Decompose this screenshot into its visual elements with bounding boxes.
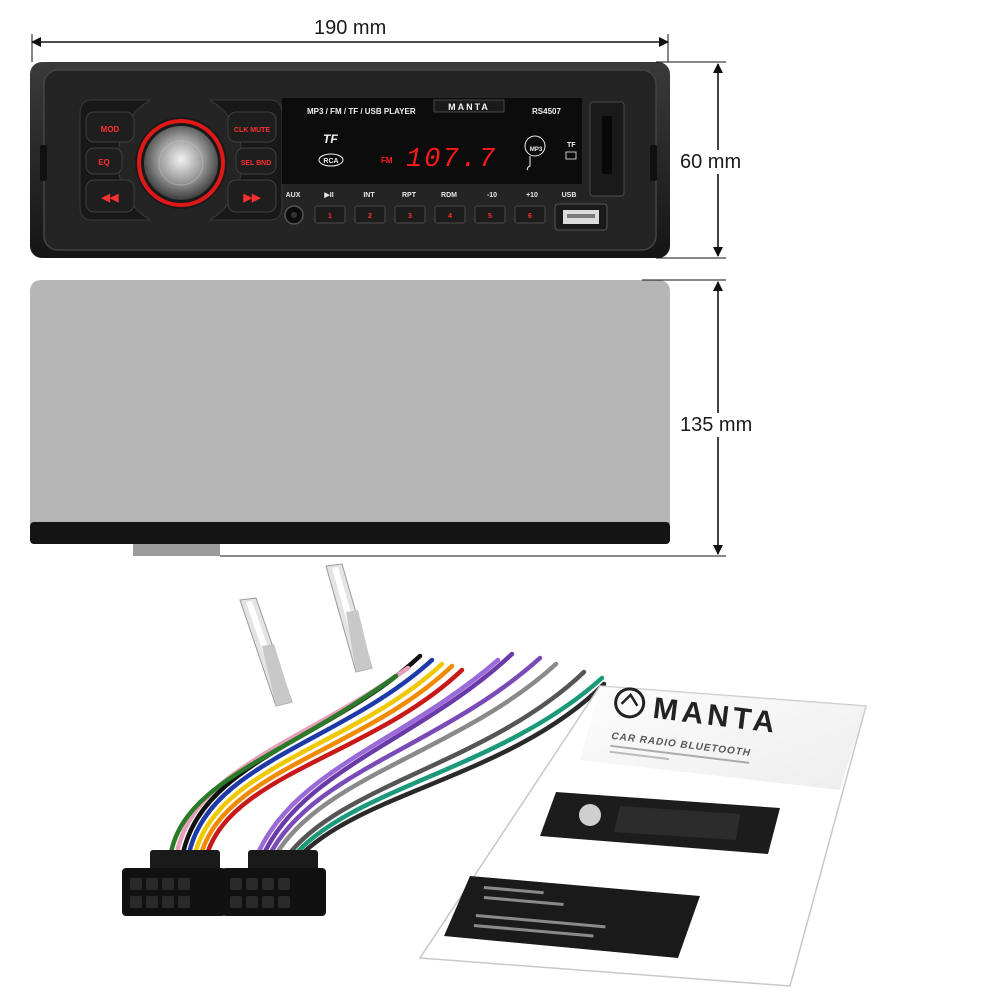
preset-label-3: 3 <box>408 213 412 220</box>
preset-label-4: 4 <box>448 213 452 220</box>
plus-ten-label: +10 <box>526 192 538 199</box>
iso-connector-right <box>222 850 326 916</box>
mounting-housing <box>30 280 670 556</box>
removal-key-left <box>239 597 293 707</box>
mod-label: MOD <box>101 125 120 134</box>
car-radio: MOD EQ ◀◀ CLK MUTE SEL BND ▶▶ MP3 / FM /… <box>30 62 670 258</box>
model-label: RS4507 <box>532 107 561 116</box>
preset-button-5[interactable] <box>474 205 506 224</box>
rdm-label: RDM <box>441 192 457 199</box>
card-icon <box>565 151 577 160</box>
clk-mute-button[interactable] <box>227 111 277 143</box>
music-badge: MP3 <box>530 147 543 153</box>
music-note-icon <box>526 156 531 171</box>
user-manual: MANTA CAR RADIO BLUETOOTH <box>418 685 867 987</box>
band-label: FM <box>381 156 393 165</box>
rpt-label: RPT <box>402 192 417 199</box>
removal-key-right <box>325 563 373 673</box>
function-label-row: AUX ▶II INT RPT RDM -10 +10 USB <box>286 192 577 199</box>
eq-label: EQ <box>98 158 110 167</box>
removal-keys <box>239 563 373 707</box>
display-panel: MP3 / FM / TF / USB PLAYER MANTA RS4507 … <box>282 98 582 184</box>
left-button-cluster: MOD EQ ◀◀ CLK MUTE SEL BND ▶▶ <box>79 99 283 221</box>
preset-label-6: 6 <box>528 213 532 220</box>
depth-label: 135 mm <box>677 413 756 437</box>
usb-port <box>554 203 608 231</box>
sel-bnd-button[interactable] <box>235 147 277 175</box>
volume-knob[interactable] <box>135 117 227 209</box>
height-label: 60 mm <box>677 150 745 174</box>
clk-mute-label: CLK MUTE <box>234 127 270 134</box>
preset-label-5: 5 <box>488 213 492 220</box>
mod-button[interactable] <box>85 111 135 143</box>
preset-button-3[interactable] <box>394 205 426 224</box>
next-button[interactable] <box>227 179 277 213</box>
tf-label: TF <box>323 132 338 146</box>
aux-label: AUX <box>286 192 301 199</box>
preset-button-6[interactable] <box>514 205 546 224</box>
sel-bnd-label: SEL BND <box>241 160 272 167</box>
card-slot <box>589 101 625 197</box>
rca-label: RCA <box>323 158 338 165</box>
preset-button-1[interactable] <box>314 205 346 224</box>
usb-label: USB <box>562 192 577 199</box>
width-label: 190 mm <box>311 16 390 40</box>
source-label: MP3 / FM / TF / USB PLAYER <box>307 107 416 116</box>
play-pause-label: ▶II <box>323 192 333 199</box>
prev-icon: ◀◀ <box>101 192 119 204</box>
preset-button-2[interactable] <box>354 205 386 224</box>
frequency-display: 107.7 <box>406 145 497 175</box>
minus-ten-label: -10 <box>487 192 497 199</box>
wiring-harness <box>167 651 607 861</box>
brand-label: MANTA <box>448 102 490 112</box>
preset-button-4[interactable] <box>434 205 466 224</box>
int-label: INT <box>363 192 375 199</box>
next-icon: ▶▶ <box>243 192 261 204</box>
tf-slot-label: TF <box>567 142 576 149</box>
prev-button[interactable] <box>85 179 135 213</box>
preset-label-1: 1 <box>328 213 332 220</box>
preset-buttons: 1 2 3 4 5 6 <box>314 205 546 224</box>
preset-label-2: 2 <box>368 213 372 220</box>
width-dimension <box>31 34 669 62</box>
eq-button[interactable] <box>85 147 123 175</box>
iso-connector-left <box>122 850 226 916</box>
